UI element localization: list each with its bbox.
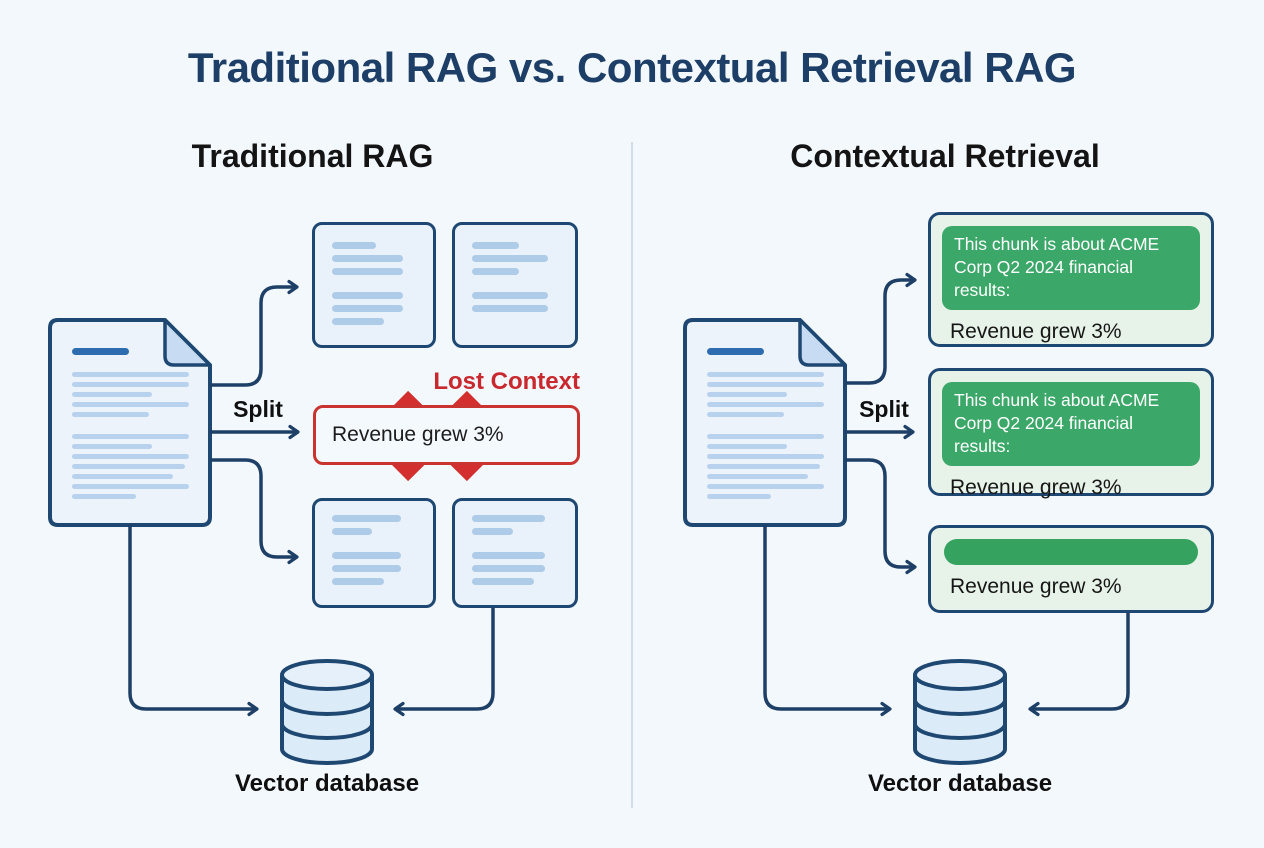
contextual-chunk-3: Revenue grew 3% [928, 525, 1214, 613]
database-icon-left [280, 659, 374, 765]
context-header: This chunk is about ACME Corp Q2 2024 fi… [942, 226, 1200, 311]
database-icon-right [913, 659, 1007, 765]
page-title: Traditional RAG vs. Contextual Retrieval… [187, 44, 1077, 91]
context-header: This chunk is about ACME Corp Q2 2024 fi… [942, 382, 1200, 467]
chunk-text-lines [472, 515, 558, 585]
right-section-heading: Contextual Retrieval [790, 138, 1100, 174]
lost-context-label: Lost Context [433, 368, 580, 395]
db-label-left: Vector database [234, 770, 420, 797]
lost-context-chunk: Revenue grew 3% [313, 405, 580, 465]
chunk-text: Revenue grew 3% [950, 320, 1122, 344]
chunk-box-top-right [452, 222, 578, 348]
split-arrow-top-right [845, 272, 917, 385]
chunk-text-lines [332, 515, 416, 585]
split-arrow-bottom-left [210, 458, 299, 565]
contextual-chunk-1: This chunk is about ACME Corp Q2 2024 fi… [928, 212, 1214, 347]
document-text-lines-left [72, 372, 189, 504]
split-arrows-right [763, 272, 1130, 717]
chunk-text: Revenue grew 3% [950, 476, 1122, 500]
chunk-to-db-arrow-left [393, 608, 495, 717]
chunk-text: Revenue grew 3% [950, 575, 1122, 598]
document-icon-right [683, 318, 847, 527]
split-arrow-top-left [210, 279, 299, 387]
chunk-box-top-left [312, 222, 436, 348]
document-icon-left [48, 318, 212, 527]
chunk-box-bottom-right [452, 498, 578, 608]
chunk-text-lines [332, 242, 416, 325]
chunk-to-db-arrow-right [1028, 613, 1130, 717]
chunk-box-bottom-left [312, 498, 436, 608]
document-title-line-left [72, 348, 129, 355]
db-label-right: Vector database [867, 770, 1053, 797]
lost-chunk-text: Revenue grew 3% [332, 423, 504, 446]
split-arrows-left [128, 279, 495, 717]
context-header-bar [944, 539, 1198, 565]
document-title-line-right [707, 348, 764, 355]
left-section-heading: Traditional RAG [191, 138, 434, 174]
column-divider [631, 142, 633, 808]
document-text-lines-right [707, 372, 824, 504]
doc-to-db-arrow-left [128, 525, 259, 717]
chunk-text-lines [472, 242, 558, 312]
split-arrow-bottom-right [845, 458, 917, 575]
doc-to-db-arrow-right [763, 525, 892, 717]
contextual-chunk-2: This chunk is about ACME Corp Q2 2024 fi… [928, 368, 1214, 499]
split-label-left: Split [233, 396, 283, 422]
split-label-right: Split [859, 396, 909, 422]
